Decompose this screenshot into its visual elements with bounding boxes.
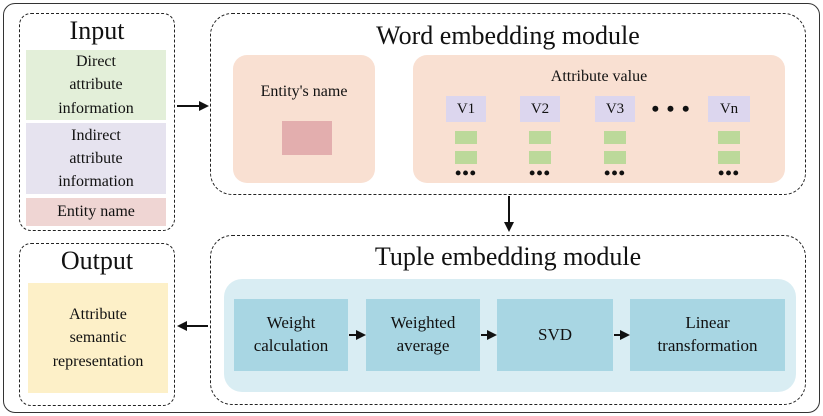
tuple-embedding-title: Tuple embedding module (374, 242, 642, 271)
output-panel (19, 243, 175, 406)
step-svd: SVD (497, 299, 613, 371)
word-embedding-title: Word embedding module (376, 21, 640, 50)
outer-frame (3, 3, 820, 413)
embedding-cell (718, 151, 740, 164)
entity-name-panel (233, 55, 375, 183)
step-weighted-average: Weighted average (366, 299, 480, 371)
embedding-cell (529, 151, 551, 164)
more-embeddings-dots: ••• (604, 163, 626, 183)
input-direct-attribute: Direct attribute information (26, 50, 166, 120)
value-box-v2: V2 (520, 96, 560, 122)
value-box-v3: V3 (595, 96, 635, 122)
step-linear-transformation: Linear transformation (630, 299, 785, 371)
embedding-cell (604, 151, 626, 164)
embedding-cell (604, 131, 626, 144)
value-box-vn: Vn (708, 96, 750, 122)
embedding-cell (529, 131, 551, 144)
input-entity-name: Entity name (26, 198, 166, 226)
word-embedding-panel (210, 13, 806, 195)
value-box-v1: V1 (446, 96, 486, 122)
tuple-embedding-panel (210, 235, 806, 405)
input-panel (19, 13, 175, 231)
input-title: Input (69, 16, 125, 45)
input-indirect-attribute: Indirect attribute information (26, 123, 166, 194)
ellipsis-dots: • • • (651, 96, 691, 121)
entity-embedding-swatch (282, 121, 332, 155)
step-weight-calculation: Weight calculation (234, 299, 348, 371)
entity-name-label: Entity's name (260, 83, 348, 101)
embedding-cell (455, 131, 477, 144)
more-embeddings-dots: ••• (529, 163, 551, 183)
attribute-value-label: Attribute value (550, 68, 648, 85)
output-representation: Attribute semantic representation (28, 283, 168, 393)
more-embeddings-dots: ••• (718, 163, 740, 183)
output-title: Output (60, 246, 134, 275)
embedding-cell (718, 131, 740, 144)
more-embeddings-dots: ••• (455, 163, 477, 183)
embedding-cell (455, 151, 477, 164)
